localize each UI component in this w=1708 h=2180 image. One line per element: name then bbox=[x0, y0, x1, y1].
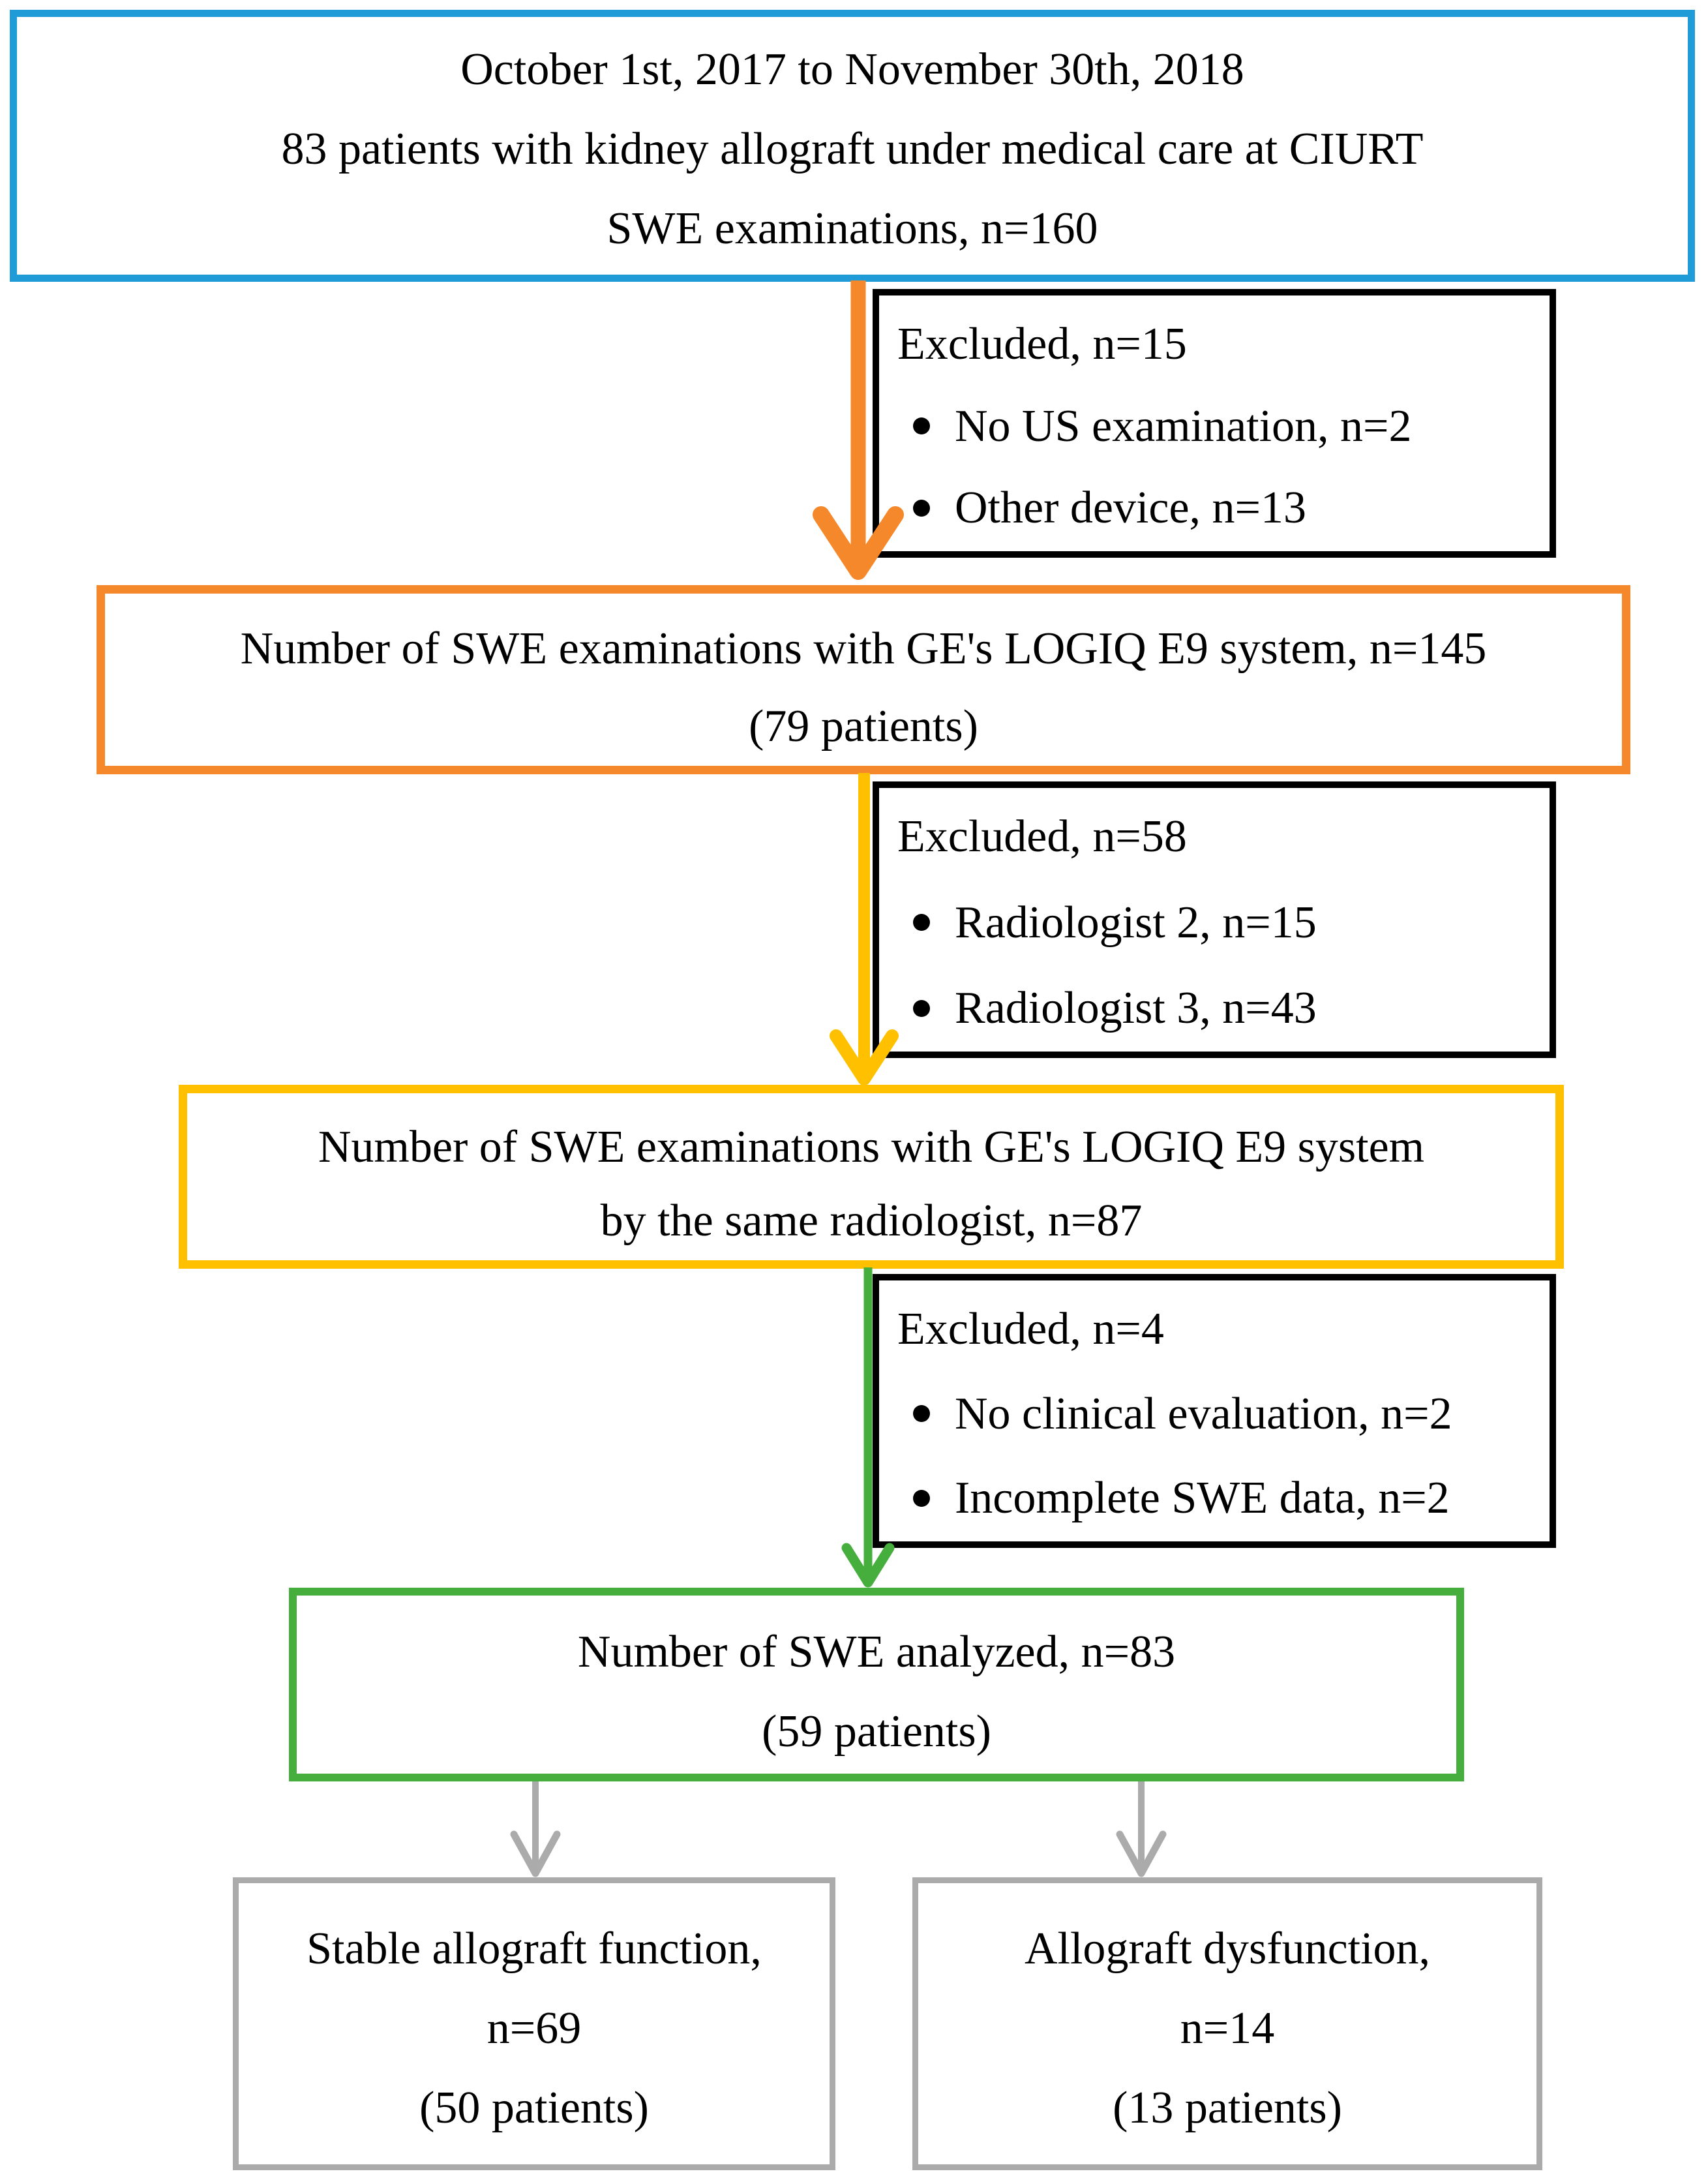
excluded-1-bullet-1-text: No US examination, n=2 bbox=[955, 401, 1412, 451]
dysfunction-line-3: (13 patients) bbox=[1113, 2083, 1342, 2133]
logiq-exams-box: Number of SWE examinations with GE's LOG… bbox=[97, 585, 1630, 774]
radiologist-line-1: Number of SWE examinations with GE's LOG… bbox=[318, 1122, 1425, 1172]
excluded-2-bullet-1-text: Radiologist 2, n=15 bbox=[955, 897, 1317, 948]
excluded-3-bullet-2-text: Incomplete SWE data, n=2 bbox=[955, 1473, 1450, 1523]
down-arrow-gray-right bbox=[1116, 1781, 1167, 1877]
stable-line-2: n=69 bbox=[487, 2003, 582, 2053]
excluded-1-bullet-2: Other device, n=13 bbox=[913, 483, 1543, 533]
bullet-icon bbox=[913, 499, 930, 517]
bullet-icon bbox=[913, 999, 930, 1017]
analyzed-line-1: Number of SWE analyzed, n=83 bbox=[577, 1627, 1176, 1677]
same-radiologist-box: Number of SWE examinations with GE's LOG… bbox=[179, 1085, 1564, 1269]
dysfunction-line-2: n=14 bbox=[1180, 2003, 1275, 2053]
excluded-3-bullet-1: No clinical evaluation, n=2 bbox=[913, 1389, 1543, 1439]
enrollment-line-2: 83 patients with kidney allograft under … bbox=[281, 124, 1424, 174]
excluded-1-bullet-1: No US examination, n=2 bbox=[913, 401, 1543, 451]
dysfunction-line-1: Allograft dysfunction, bbox=[1024, 1924, 1431, 1974]
bullet-icon bbox=[913, 417, 930, 434]
radiologist-line-2: by the same radiologist, n=87 bbox=[600, 1196, 1143, 1246]
analyzed-box: Number of SWE analyzed, n=83 (59 patient… bbox=[289, 1588, 1464, 1781]
logiq-line-2: (79 patients) bbox=[749, 701, 978, 751]
excluded-2-bullet-2-text: Radiologist 3, n=43 bbox=[955, 983, 1317, 1033]
enrollment-period-box: October 1st, 2017 to November 30th, 2018… bbox=[10, 10, 1695, 282]
excluded-2-bullet-2: Radiologist 3, n=43 bbox=[913, 983, 1543, 1033]
stable-function-box: Stable allograft function, n=69 (50 pati… bbox=[233, 1877, 835, 2170]
enrollment-line-3: SWE examinations, n=160 bbox=[607, 204, 1098, 254]
excluded-2-title: Excluded, n=58 bbox=[897, 811, 1187, 862]
dysfunction-box: Allograft dysfunction, n=14 (13 patients… bbox=[912, 1877, 1542, 2170]
bullet-icon bbox=[913, 914, 930, 931]
stable-line-1: Stable allograft function, bbox=[307, 1924, 762, 1974]
stable-line-3: (50 patients) bbox=[419, 2083, 649, 2133]
excluded-box-1: Excluded, n=15 No US examination, n=2 Ot… bbox=[873, 289, 1556, 558]
excluded-box-2: Excluded, n=58 Radiologist 2, n=15 Radio… bbox=[873, 781, 1556, 1058]
excluded-1-bullet-2-text: Other device, n=13 bbox=[955, 483, 1307, 533]
excluded-3-title: Excluded, n=4 bbox=[897, 1304, 1164, 1354]
excluded-3-bullet-2: Incomplete SWE data, n=2 bbox=[913, 1473, 1543, 1523]
bullet-icon bbox=[913, 1489, 930, 1507]
excluded-3-bullet-1-text: No clinical evaluation, n=2 bbox=[955, 1388, 1452, 1439]
excluded-1-title: Excluded, n=15 bbox=[897, 319, 1187, 369]
logiq-line-1: Number of SWE examinations with GE's LOG… bbox=[240, 624, 1487, 674]
down-arrow-gray-left bbox=[510, 1781, 561, 1877]
enrollment-line-1: October 1st, 2017 to November 30th, 2018 bbox=[460, 44, 1244, 95]
excluded-2-bullet-1: Radiologist 2, n=15 bbox=[913, 898, 1543, 948]
bullet-icon bbox=[913, 1405, 930, 1422]
analyzed-line-2: (59 patients) bbox=[762, 1706, 991, 1757]
excluded-box-3: Excluded, n=4 No clinical evaluation, n=… bbox=[873, 1274, 1556, 1548]
